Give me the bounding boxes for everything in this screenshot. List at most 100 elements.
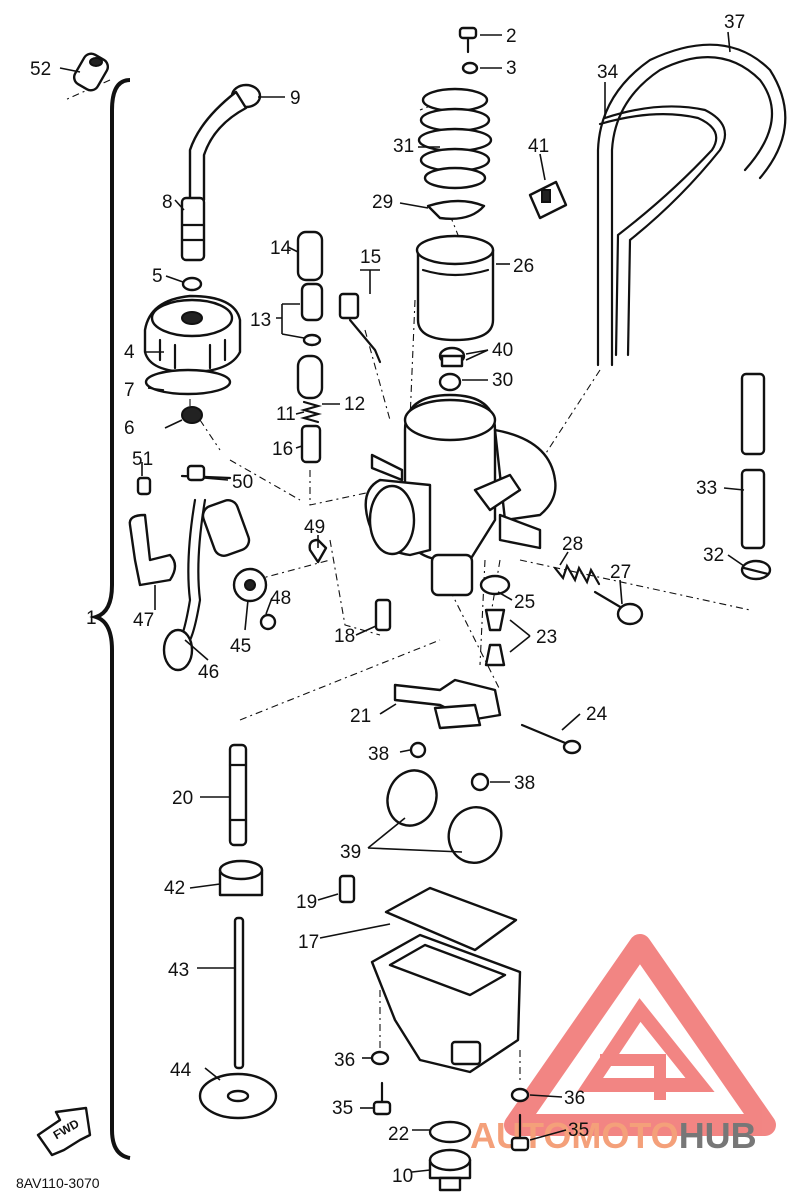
part-23-needle-valve[interactable]: [484, 608, 506, 667]
callout-35-left: 35: [332, 1098, 353, 1119]
part-37-vent-tube[interactable]: [596, 43, 787, 367]
callout-16: 16: [272, 439, 293, 460]
part-5-oring[interactable]: [181, 276, 203, 292]
callout-30: 30: [492, 370, 513, 391]
part-48-ring[interactable]: [259, 613, 277, 631]
part-11-spring[interactable]: [299, 400, 323, 424]
part-10-drain-plug[interactable]: [428, 1148, 472, 1192]
callout-28: 28: [562, 534, 583, 555]
part-4-top-cap[interactable]: [143, 294, 242, 374]
part-34-vent-tube[interactable]: [598, 105, 727, 357]
part-17-gasket[interactable]: [384, 886, 518, 952]
fwd-arrow: FWD: [36, 1106, 92, 1157]
part-24-pin[interactable]: [520, 723, 582, 755]
callout-8: 8: [162, 192, 173, 213]
watermark-hub: HUB: [679, 1115, 757, 1156]
callout-48: 48: [270, 588, 291, 609]
part-7-gasket[interactable]: [144, 368, 232, 396]
callout-21: 21: [350, 706, 371, 727]
callout-49: 49: [304, 517, 325, 538]
part-30-seat[interactable]: [438, 372, 462, 392]
part-41-clamp[interactable]: [528, 180, 568, 220]
callout-4: 4: [124, 342, 135, 363]
part-43-overflow-pipe[interactable]: [233, 916, 245, 1070]
part-52-cap[interactable]: [71, 51, 111, 93]
part-2-screw[interactable]: [458, 26, 478, 54]
part-19-jet[interactable]: [338, 874, 356, 904]
part-18-pilot-jet[interactable]: [374, 598, 392, 632]
callout-23: 23: [536, 627, 557, 648]
part-15-pilot-screw[interactable]: [338, 292, 382, 364]
part-32-clamp[interactable]: [740, 559, 772, 581]
part-25-washer[interactable]: [479, 574, 511, 596]
part-27-idle-screw[interactable]: [593, 590, 644, 626]
callout-45: 45: [230, 636, 251, 657]
callout-47: 47: [133, 610, 154, 631]
callout-46: 46: [198, 662, 219, 683]
part-39-float-left[interactable]: [380, 763, 444, 832]
part-33-tube-upper[interactable]: [740, 372, 766, 456]
callout-51: 51: [132, 449, 153, 470]
part-33-tube-lower[interactable]: [740, 468, 766, 550]
assembly-bracket: [64, 78, 131, 1160]
callout-25: 25: [514, 592, 535, 613]
callout-29: 29: [372, 192, 393, 213]
part-9-tube-cap[interactable]: [188, 83, 262, 202]
part-6-nut[interactable]: [181, 406, 203, 424]
part-45-starter-plunger[interactable]: [200, 497, 268, 603]
callout-36-left: 36: [334, 1050, 355, 1071]
part-31-spring[interactable]: [417, 87, 493, 190]
part-26-throttle-valve[interactable]: [415, 234, 495, 342]
part-42-guide[interactable]: [218, 859, 264, 897]
callout-24: 24: [586, 704, 608, 725]
part-3-washer[interactable]: [461, 61, 479, 75]
callout-41: 41: [528, 136, 549, 157]
part-40-needle-clip[interactable]: [438, 346, 466, 368]
callout-7: 7: [124, 380, 135, 401]
part-38-plug-right[interactable]: [470, 772, 490, 792]
callout-19: 19: [296, 892, 317, 913]
callout-35-right: 35: [568, 1120, 589, 1141]
callout-12: 12: [344, 394, 365, 415]
part-12-piston[interactable]: [296, 354, 324, 400]
part-49-cap[interactable]: [308, 538, 328, 564]
carburetor-body[interactable]: [364, 393, 557, 597]
callout-11: 11: [276, 404, 296, 425]
callout-27: 27: [610, 562, 631, 583]
part-36-nut-left[interactable]: [370, 1050, 390, 1066]
callout-32: 32: [703, 545, 724, 566]
part-50-screw[interactable]: [180, 464, 232, 482]
part-13-clip-set[interactable]: [300, 282, 324, 347]
callout-44: 44: [170, 1060, 192, 1081]
part-47-lever[interactable]: [128, 513, 177, 587]
callout-38-left: 38: [368, 744, 389, 765]
part-38-plug-left[interactable]: [409, 741, 427, 759]
callout-18: 18: [334, 626, 355, 647]
callout-36-right: 36: [564, 1088, 585, 1109]
diagram-code: 8AV110-3070: [16, 1175, 100, 1191]
part-20-main-jet-holder[interactable]: [228, 743, 248, 847]
part-16-needle-jet[interactable]: [300, 424, 322, 464]
part-35-screw-right[interactable]: [510, 1113, 530, 1152]
part-39-float-right[interactable]: [441, 800, 509, 870]
callout-labels: 52 9 2 3 31 29 34 37 41 8 14 15 26 5 13 …: [16, 12, 745, 1191]
part-21-float-arm[interactable]: [393, 678, 502, 730]
part-22-oring[interactable]: [428, 1120, 472, 1144]
callout-22: 22: [388, 1124, 409, 1145]
part-36-nut-right[interactable]: [510, 1087, 530, 1103]
part-46-cable[interactable]: [162, 498, 207, 672]
callout-17: 17: [298, 932, 319, 953]
part-29-clip[interactable]: [426, 199, 486, 220]
part-51-plug[interactable]: [136, 476, 152, 496]
part-35-screw-left[interactable]: [372, 1081, 392, 1116]
part-28-spring[interactable]: [553, 563, 601, 586]
callout-50: 50: [232, 472, 253, 493]
part-44-washer[interactable]: [198, 1072, 278, 1120]
callout-3: 3: [506, 58, 517, 79]
part-14-cap[interactable]: [296, 230, 324, 282]
float-bowl[interactable]: [370, 933, 522, 1074]
callout-43: 43: [168, 960, 189, 981]
part-8-joint[interactable]: [180, 196, 206, 262]
leader-lines: [59, 31, 745, 1173]
